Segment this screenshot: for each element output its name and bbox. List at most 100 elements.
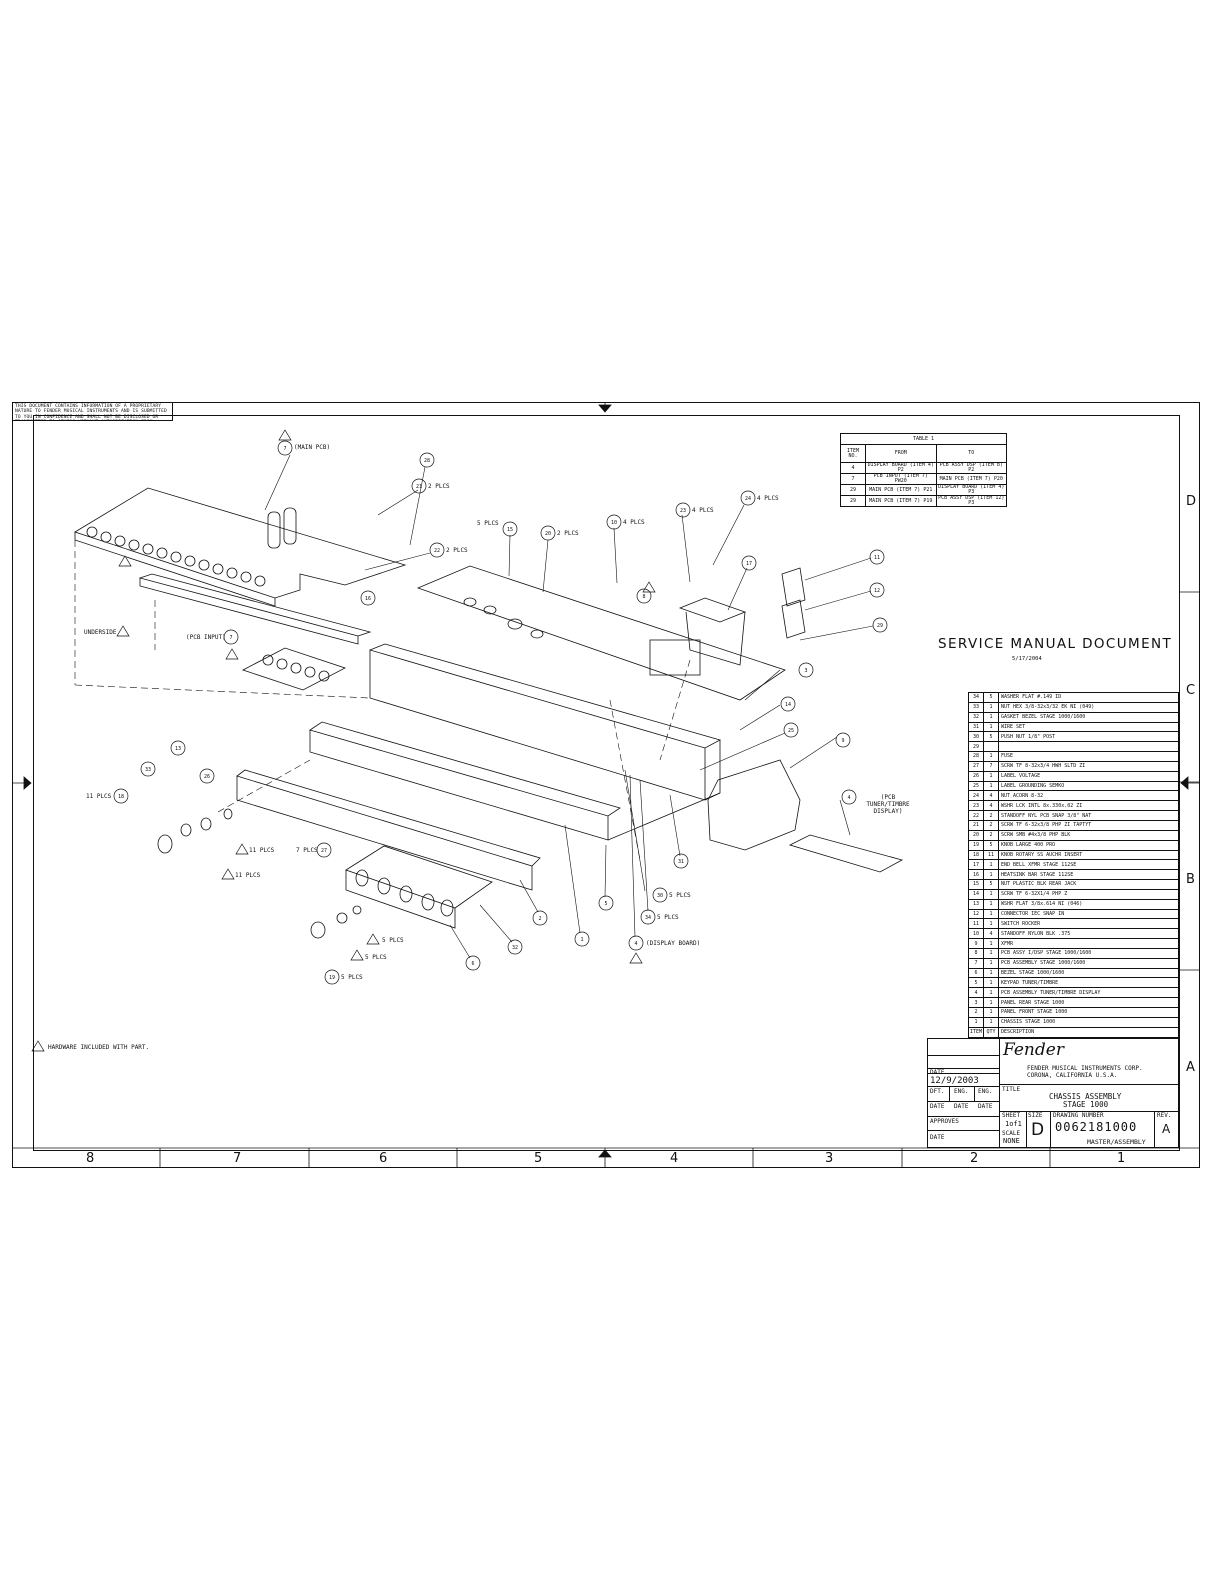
qty-label-23: 4 PLCS — [692, 507, 714, 514]
zone-number-8: 8 — [86, 1151, 95, 1166]
parts-qty-cell: 1 — [983, 721, 999, 733]
callout-display-board: (DISPLAY BOARD) — [646, 940, 701, 947]
parts-desc-cell: KNOB ROTARY SS AUCHR INSERT — [998, 849, 1179, 861]
parts-qty-cell: QTY — [983, 1026, 999, 1038]
parts-desc-cell: WSHR LCK INTL 8x.330x.02 ZI — [998, 800, 1179, 812]
callout-main-pcb: (MAIN PCB) — [294, 444, 331, 451]
svg-text:1: 1 — [580, 937, 583, 943]
parts-item-cell: 8 — [968, 947, 984, 959]
parts-item-cell: 22 — [968, 810, 984, 821]
parts-item-cell: 27 — [968, 760, 984, 772]
qty-label-13a: 11 PLCS — [249, 847, 275, 854]
parts-item-cell: 28 — [968, 751, 984, 762]
fender-logo: Fender — [1003, 1040, 1064, 1060]
svg-text:11: 11 — [874, 555, 880, 561]
parts-qty-cell: 4 — [983, 790, 999, 802]
parts-desc-cell: SCRW TF 8-32x3/4 HWH SLTD ZI — [998, 760, 1179, 772]
parts-item-cell: 9 — [968, 938, 984, 949]
parts-qty-cell: 1 — [983, 1016, 999, 1028]
scale-label: SCALE — [1002, 1130, 1021, 1137]
parts-desc-cell: SWITCH ROCKER — [998, 918, 1179, 930]
qty-label-6a: 5 PLCS — [382, 937, 404, 944]
qty-label-27: 7 PLCS — [296, 847, 318, 854]
rev-value: A — [1162, 1122, 1171, 1136]
qty-label-20: 2 PLCS — [557, 530, 579, 537]
zone-number-2: 2 — [970, 1151, 979, 1166]
parts-item-cell: 33 — [968, 701, 984, 713]
wire-table-header-to: TO — [935, 444, 1007, 463]
parts-item-cell: 6 — [968, 967, 984, 979]
parts-desc-cell: FUSE — [998, 751, 1179, 762]
date-label-row-2: DATE — [954, 1103, 969, 1110]
svg-text:15: 15 — [507, 527, 513, 533]
parts-item-cell: 5 — [968, 977, 984, 989]
parts-qty-cell: 1 — [983, 711, 999, 723]
parts-item-cell: 15 — [968, 879, 984, 890]
qty-label-13b: 11 PLCS — [235, 872, 261, 879]
parts-qty-cell: 5 — [983, 879, 999, 890]
parts-qty-cell: 1 — [983, 1007, 999, 1018]
svg-text:24: 24 — [745, 496, 751, 502]
parts-qty-cell: 1 — [983, 977, 999, 989]
zone-number-3: 3 — [825, 1151, 834, 1166]
sheet-value: 1of1 — [1005, 1120, 1022, 1128]
parts-desc-cell: HEATSINK BAR STAGE 112SE — [998, 869, 1179, 881]
svg-text:23: 23 — [680, 508, 686, 514]
svg-text:34: 34 — [645, 915, 651, 921]
svg-text:19: 19 — [329, 975, 335, 981]
company-name: FENDER MUSICAL INSTRUMENTS CORP. — [1027, 1065, 1143, 1072]
parts-qty-cell: 2 — [983, 819, 999, 831]
qty-label-34: 5 PLCS — [657, 914, 679, 921]
approves-label: APPROVES — [930, 1118, 959, 1125]
parts-desc-cell: WSHR FLAT 3/8x.614 NI (046) — [998, 898, 1179, 910]
parts-desc-cell: PCB ASSY I/DSP STAGE 1000/1600 — [998, 947, 1179, 959]
parts-qty-cell: 7 — [983, 760, 999, 772]
drawing-number-label: DRAWING NUMBER — [1053, 1112, 1104, 1119]
parts-item-cell: 32 — [968, 711, 984, 723]
svg-text:30: 30 — [657, 893, 663, 899]
parts-desc-cell: KNOB LARGE 400 PRO — [998, 839, 1179, 851]
parts-item-cell: 17 — [968, 859, 984, 871]
parts-qty-cell: 1 — [983, 938, 999, 949]
wire-table-title: TABLE 1 — [840, 433, 1007, 445]
parts-desc-cell: SCRW TF 6-32x3/8 PHP ZI TAPTYT — [998, 819, 1179, 831]
svg-text:12: 12 — [874, 588, 880, 594]
parts-item-cell: 7 — [968, 957, 984, 969]
parts-qty-cell: 1 — [983, 997, 999, 1008]
svg-text:27: 27 — [321, 848, 327, 854]
wire-cell: MAIN PCB (ITEM 7) P20 — [935, 473, 1007, 485]
wire-cell: PCB ASSY DSP (ITEM 8) P2 — [935, 462, 1007, 474]
dft-label: DFT. — [930, 1088, 945, 1095]
svg-text:28: 28 — [424, 458, 430, 464]
zone-letter-b: B — [1186, 872, 1195, 887]
parts-desc-cell: BEZEL STAGE 1000/1600 — [998, 967, 1179, 979]
wire-cell: 4 — [840, 462, 866, 474]
parts-desc-cell: PCB ASSEMBLY STAGE 1000/1600 — [998, 957, 1179, 969]
wire-cell: 7 — [840, 473, 866, 485]
callout-pcb-tuner: (PCB TUNER/TIMBRE DISPLAY) — [866, 794, 910, 815]
svg-text:25: 25 — [788, 728, 794, 734]
parts-desc-cell: LABEL GROUNDING SEMKO — [998, 780, 1179, 792]
size-label: SIZE — [1028, 1112, 1043, 1119]
parts-item-cell: 14 — [968, 888, 984, 900]
parts-qty-cell: 1 — [983, 869, 999, 881]
wire-cell: 29 — [840, 484, 866, 496]
parts-item-cell: 2 — [968, 1007, 984, 1018]
wire-cell: MAIN PCB (ITEM 7) P19 — [865, 495, 937, 507]
